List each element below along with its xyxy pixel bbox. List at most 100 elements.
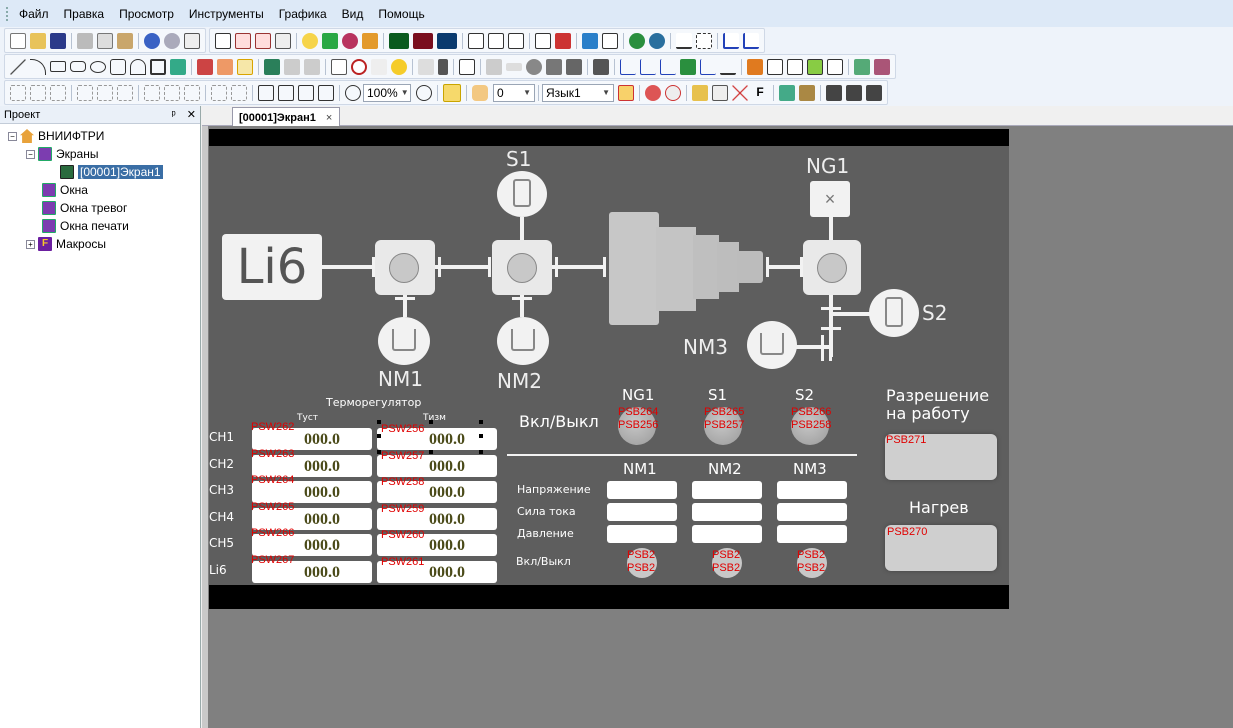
polygon-icon[interactable] [110, 58, 126, 75]
tree-windows[interactable]: Окна [0, 181, 200, 199]
mountain-icon[interactable] [284, 58, 300, 75]
list-icon[interactable] [767, 58, 783, 75]
grid-color-icon[interactable] [807, 58, 823, 75]
check-icon[interactable] [712, 84, 728, 101]
collapse-icon[interactable]: − [26, 149, 35, 159]
upload-icon[interactable] [799, 84, 815, 101]
send-back-icon[interactable] [278, 84, 294, 101]
abc-icon[interactable] [508, 32, 524, 49]
function-icon[interactable]: F [756, 84, 764, 99]
align-top-icon[interactable] [77, 84, 93, 101]
li6-source-box[interactable]: Li6 [222, 234, 322, 300]
align-center-icon[interactable] [30, 84, 46, 101]
selection-handle[interactable] [479, 450, 483, 454]
nm-value-field[interactable] [607, 525, 677, 543]
redo-icon[interactable] [164, 32, 180, 49]
tree-print-windows[interactable]: Окна печати [0, 217, 200, 235]
printer-icon[interactable] [566, 58, 582, 75]
nm-value-field[interactable] [607, 503, 677, 521]
menu-tools[interactable]: Инструменты [188, 6, 264, 21]
trend-icon[interactable] [620, 58, 636, 75]
bring-front-icon[interactable] [258, 84, 274, 101]
same-width-icon[interactable] [144, 84, 160, 101]
paste-icon[interactable] [117, 32, 133, 49]
no-transfer-icon[interactable] [665, 84, 681, 101]
scatter-icon[interactable] [660, 58, 676, 75]
tree-macros[interactable]: + F Макросы [0, 235, 200, 253]
menu-vid[interactable]: Вид [341, 6, 364, 21]
line-chart-icon[interactable] [700, 58, 716, 75]
globe-2-icon[interactable] [649, 32, 665, 49]
plc-icon[interactable] [826, 84, 842, 101]
fill-icon[interactable] [197, 58, 213, 75]
cut-icon[interactable] [77, 32, 93, 49]
zoom-out-icon[interactable] [345, 84, 361, 101]
snap-grid-icon[interactable] [443, 83, 461, 102]
grid-2-icon[interactable] [827, 58, 843, 75]
menu-help[interactable]: Помощь [378, 6, 425, 21]
selection-handle[interactable] [429, 420, 433, 424]
collapse-icon[interactable]: − [8, 131, 17, 141]
xy-chart-icon[interactable] [680, 58, 696, 75]
speaker-icon[interactable] [371, 58, 387, 75]
picture-icon[interactable] [362, 32, 378, 49]
ungroup-icon[interactable] [318, 84, 334, 101]
tree-screens[interactable]: − Экраны [0, 145, 200, 163]
plc-3-icon[interactable] [866, 84, 882, 101]
tree-alarm-windows[interactable]: Окна тревог [0, 199, 200, 217]
same-size-icon[interactable] [184, 84, 200, 101]
close-icon[interactable]: × [325, 111, 333, 124]
bar-chart-2-icon[interactable] [743, 32, 759, 49]
zoom-select[interactable]: 100%▼ [363, 83, 411, 102]
gear-icon[interactable] [526, 58, 542, 75]
nm-value-field[interactable] [692, 481, 762, 499]
tizm-field[interactable]: 000.0 [377, 507, 497, 530]
line-icon[interactable] [10, 58, 26, 75]
tizm-field[interactable]: 000.0 [377, 534, 497, 556]
selection-handle[interactable] [479, 420, 483, 424]
nm-onoff-button[interactable] [712, 548, 742, 578]
nm-value-field[interactable] [777, 503, 847, 521]
funnel-icon[interactable] [486, 58, 502, 75]
space-horizontal-icon[interactable] [231, 84, 247, 101]
group-icon[interactable] [298, 84, 314, 101]
copy-icon[interactable] [97, 32, 113, 49]
selection-handle[interactable] [377, 434, 381, 438]
tust-field[interactable]: 000.0 [252, 534, 372, 556]
shield-icon[interactable] [593, 58, 609, 75]
same-height-icon[interactable] [164, 84, 180, 101]
undo-icon[interactable] [144, 32, 160, 49]
save-icon[interactable] [50, 32, 66, 49]
expand-icon[interactable]: + [26, 239, 35, 249]
rectangle-icon[interactable] [50, 61, 66, 72]
selection-handle[interactable] [479, 434, 483, 438]
hand-icon[interactable] [472, 84, 488, 101]
trend-2-icon[interactable] [640, 58, 656, 75]
help-icon[interactable] [184, 32, 200, 49]
open-folder-icon[interactable] [30, 32, 46, 49]
ascii-display-icon[interactable] [437, 32, 457, 49]
menu-graphics[interactable]: Графика [278, 6, 327, 21]
tree-screen1[interactable]: [00001]Экран1 [0, 163, 200, 181]
indicator-lamp[interactable] [704, 407, 742, 445]
arc-icon[interactable] [30, 58, 46, 75]
ruler-icon[interactable] [331, 58, 347, 75]
tizm-field[interactable]: 000.0 [377, 454, 497, 477]
zoom-in-icon[interactable] [416, 84, 432, 101]
bar-chart-icon[interactable] [723, 32, 739, 49]
selection-handle[interactable] [377, 420, 381, 424]
new-file-icon[interactable] [10, 32, 26, 49]
number-icon[interactable] [468, 32, 484, 49]
select-pointer-icon[interactable] [237, 58, 253, 75]
close-icon[interactable]: ✕ [186, 109, 196, 121]
keyboard-icon[interactable] [506, 62, 522, 71]
text-format-icon[interactable] [275, 32, 291, 49]
indicator-lamp[interactable] [618, 407, 656, 445]
tizm-field[interactable]: 000.0 [377, 481, 497, 503]
nm-value-field[interactable] [692, 503, 762, 521]
gauge-s1[interactable] [497, 171, 547, 217]
compile-icon[interactable] [692, 84, 708, 101]
ellipse-icon[interactable] [90, 60, 106, 73]
nm-value-field[interactable] [777, 481, 847, 499]
menu-edit[interactable]: Правка [63, 6, 105, 21]
